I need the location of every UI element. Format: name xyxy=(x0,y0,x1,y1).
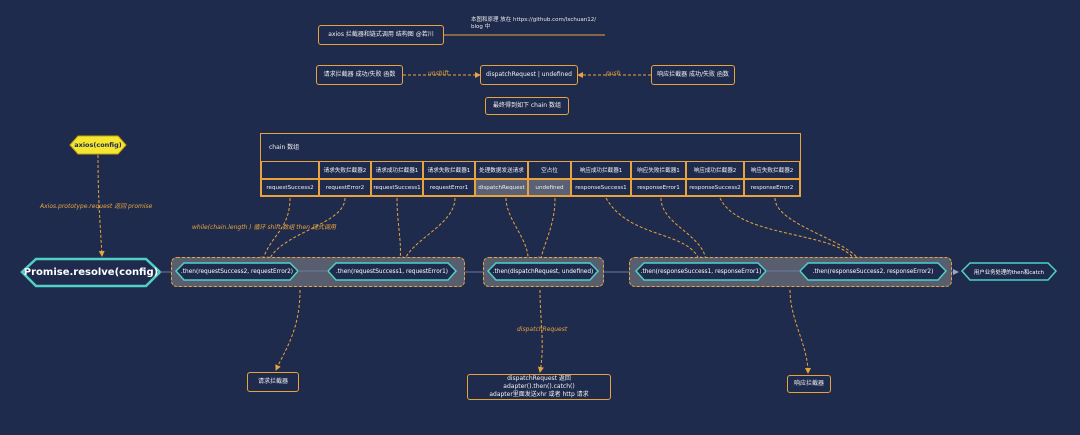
chain-value-cell: requestSuccess1 xyxy=(371,179,423,196)
axios-config-hex xyxy=(69,135,127,155)
chain-value-cell: responseError1 xyxy=(631,179,686,196)
chain-table-title: chain 数组 xyxy=(269,144,300,151)
then-node-1: .then(requestSuccess2, requestError2) xyxy=(180,268,294,275)
chain-value-cell: requestError1 xyxy=(423,179,475,196)
chain-header-cell: 响应失败拦截器2 xyxy=(744,161,800,179)
unshift-label: unshift xyxy=(428,70,449,77)
then-node-2: .then(requestSuccess1, requestError1) xyxy=(335,268,449,275)
chain-header-cell: 响应成功拦截器2 xyxy=(686,161,744,179)
chain-header-cell xyxy=(261,161,319,179)
response-interceptors-box: 响应拦截器 成功/失败 函数 xyxy=(651,65,735,85)
chain-header-cell: 请求失败拦截器1 xyxy=(423,161,475,179)
chain-value-cell: requestSuccess2 xyxy=(261,179,319,196)
user-then-catch-node: 用户业务处理的then和catch xyxy=(973,269,1045,276)
request-interceptor-box: 请求拦截器 xyxy=(247,372,299,392)
result-box: 最终得到如下 chain 数组 xyxy=(485,97,569,115)
chain-value-cell: responseError2 xyxy=(744,179,800,196)
chain-value-cell: requestError2 xyxy=(319,179,371,196)
chain-value-cell: responseSuccess1 xyxy=(571,179,631,196)
chain-header-cell: 空占位 xyxy=(528,161,571,179)
chain-header-cell: 处理数据发送请求 xyxy=(475,161,528,179)
chain-header-cell: 请求成功拦截器1 xyxy=(371,161,423,179)
chain-header-cell: 请求失败拦截器2 xyxy=(319,161,371,179)
request-interceptors-box: 请求拦截器 成功/失败 函数 xyxy=(316,65,403,85)
prototype-note: Axios.prototype.request 返回 promise xyxy=(40,203,153,210)
promise-resolve-label: Promise.resolve(config) xyxy=(23,267,159,278)
then-node-5: .then(responseSuccess2, responseError2) xyxy=(812,268,934,275)
then-node-3: .then(dispatchRequest, undefined) xyxy=(492,268,594,275)
then-node-4: .then(responseSuccess1, responseError1) xyxy=(640,268,762,275)
push-label: push xyxy=(606,70,621,77)
main-note-box: axios 拦截器和链式调用 结构图 @若川 xyxy=(318,25,444,45)
dispatch-label: dispatchRequest xyxy=(517,326,568,333)
chain-header-cell: 响应失败拦截器1 xyxy=(631,161,686,179)
side-note: 本图和原理 放在 https://github.com/lxchuan12/ b… xyxy=(471,17,597,31)
axios-config-label: axios(config) xyxy=(74,141,122,149)
while-note: while(chain.length ) 循环 shift 数组 then 链式… xyxy=(192,224,336,231)
chain-value-cell: dispatchRequest xyxy=(475,179,528,196)
chain-value-cell: responseSuccess2 xyxy=(686,179,744,196)
dispatch-note-box: dispatchRequest 返回 adapter().then().catc… xyxy=(467,374,611,400)
dispatch-undefined-box: dispatchRequest | undefined xyxy=(480,65,578,85)
response-interceptor-box: 响应拦截器 xyxy=(787,375,831,393)
chain-value-cell: undefined xyxy=(528,179,571,196)
chain-header-cell: 响应成功拦截器1 xyxy=(571,161,631,179)
